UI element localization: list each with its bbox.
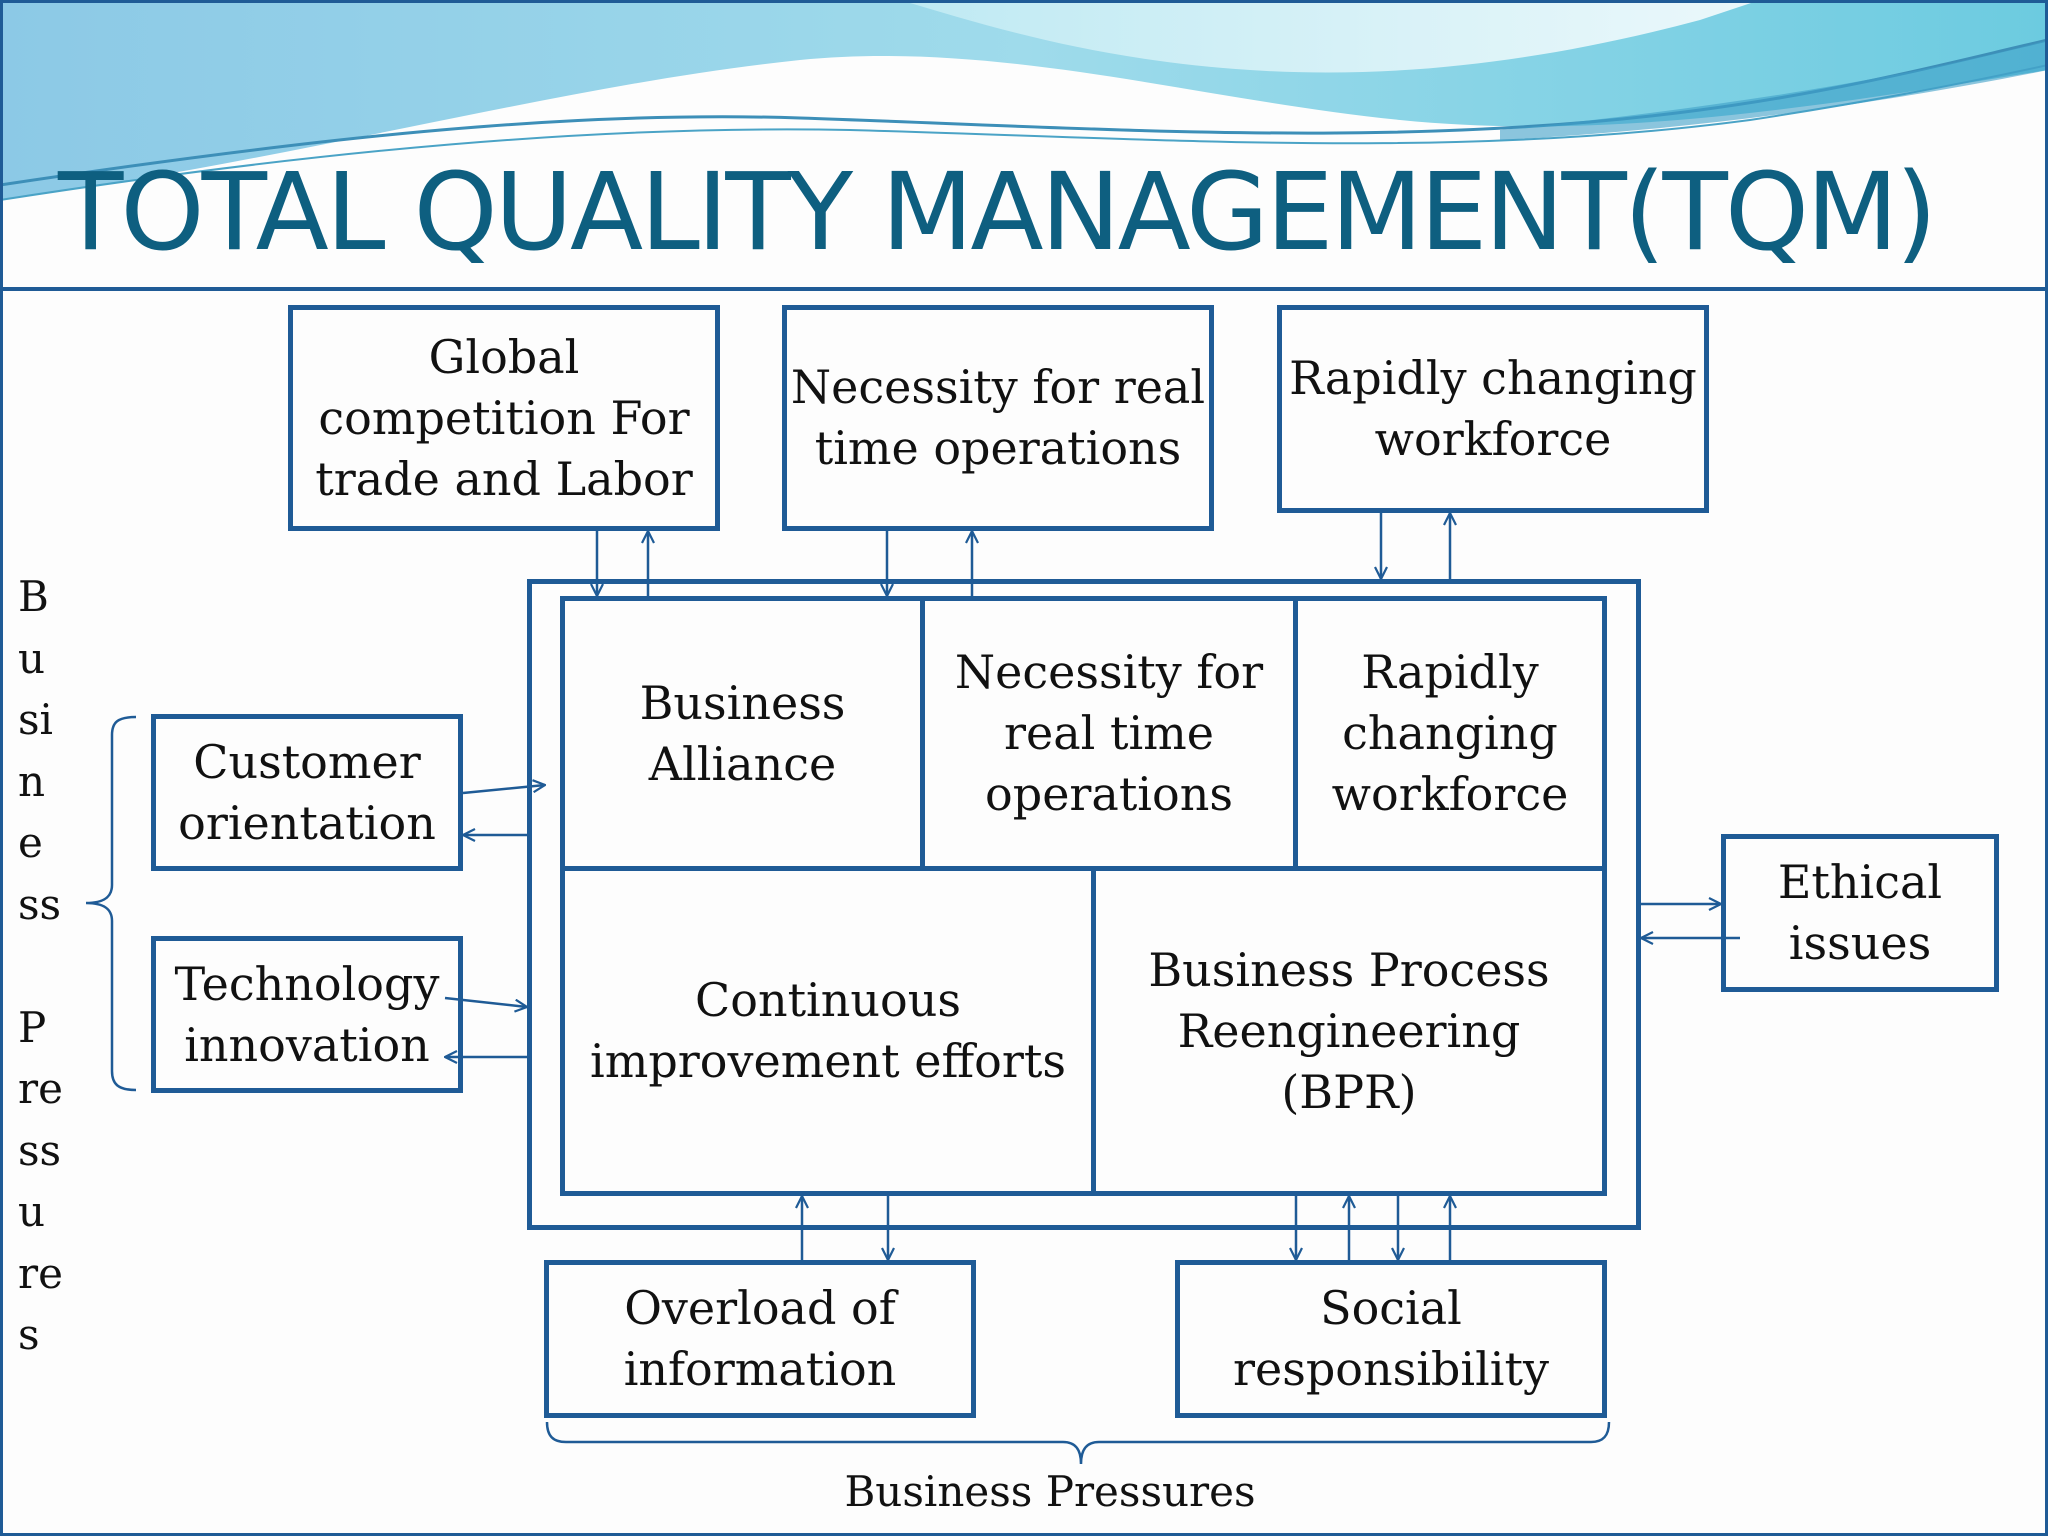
pressure-box-real-time-operations: Necessity for real time operations	[782, 305, 1214, 531]
pressure-box-ethical-issues: Ethical issues	[1721, 834, 1999, 992]
pressure-box-customer-orientation: Customer orientation	[151, 714, 463, 871]
pressure-box-label: Social responsibility	[1233, 1281, 1549, 1396]
pressure-box-label: Global competition For trade and Labor	[315, 329, 693, 506]
pressure-box-label: Overload of information	[623, 1281, 897, 1396]
cell-changing-workforce: Rapidly changing workforce	[1293, 596, 1607, 871]
cell-business-alliance: Business Alliance	[560, 596, 925, 871]
cell-continuous-improvement: Continuous improvement efforts	[560, 866, 1096, 1196]
pressure-box-label: Technology innovation	[174, 956, 440, 1072]
pressure-box-label: Necessity for real time operations	[790, 360, 1206, 475]
pressure-box-changing-workforce: Rapidly changing workforce	[1277, 305, 1709, 513]
cell-label: Rapidly changing workforce	[1331, 645, 1569, 821]
pressure-box-social-responsibility: Social responsibility	[1175, 1260, 1607, 1418]
cell-bpr: Business Process Reengineering (BPR)	[1091, 866, 1607, 1196]
cell-label: Business Alliance	[639, 675, 846, 791]
pressure-box-global-competition: Global competition For trade and Labor	[288, 305, 720, 531]
cell-label: Necessity for real time operations	[954, 645, 1264, 821]
pressure-box-technology-innovation: Technology innovation	[151, 936, 463, 1093]
pressure-box-information-overload: Overload of information	[544, 1260, 976, 1418]
pressure-box-label: Customer orientation	[178, 734, 436, 850]
bottom-label-business-pressures: Business Pressures	[844, 1467, 1256, 1516]
slide-title: TOTAL QUALITY MANAGEMENT(TQM)	[58, 151, 1937, 275]
arrow-technology-in	[444, 996, 527, 1007]
cell-label: Continuous improvement efforts	[590, 973, 1066, 1088]
tqm-outer-frame	[527, 579, 1641, 1230]
arrow-customer-in	[462, 785, 545, 795]
cell-label: Business Process Reengineering (BPR)	[1148, 942, 1550, 1119]
bottom-brace	[545, 1421, 1611, 1465]
pressure-box-label: Rapidly changing workforce	[1289, 351, 1697, 466]
pressure-box-label: Ethical issues	[1777, 855, 1943, 970]
left-brace	[85, 715, 137, 1092]
side-label-business-pressures: B u si n e ss P re ss u re s	[18, 572, 63, 1359]
header-wave-decoration	[0, 0, 2048, 201]
